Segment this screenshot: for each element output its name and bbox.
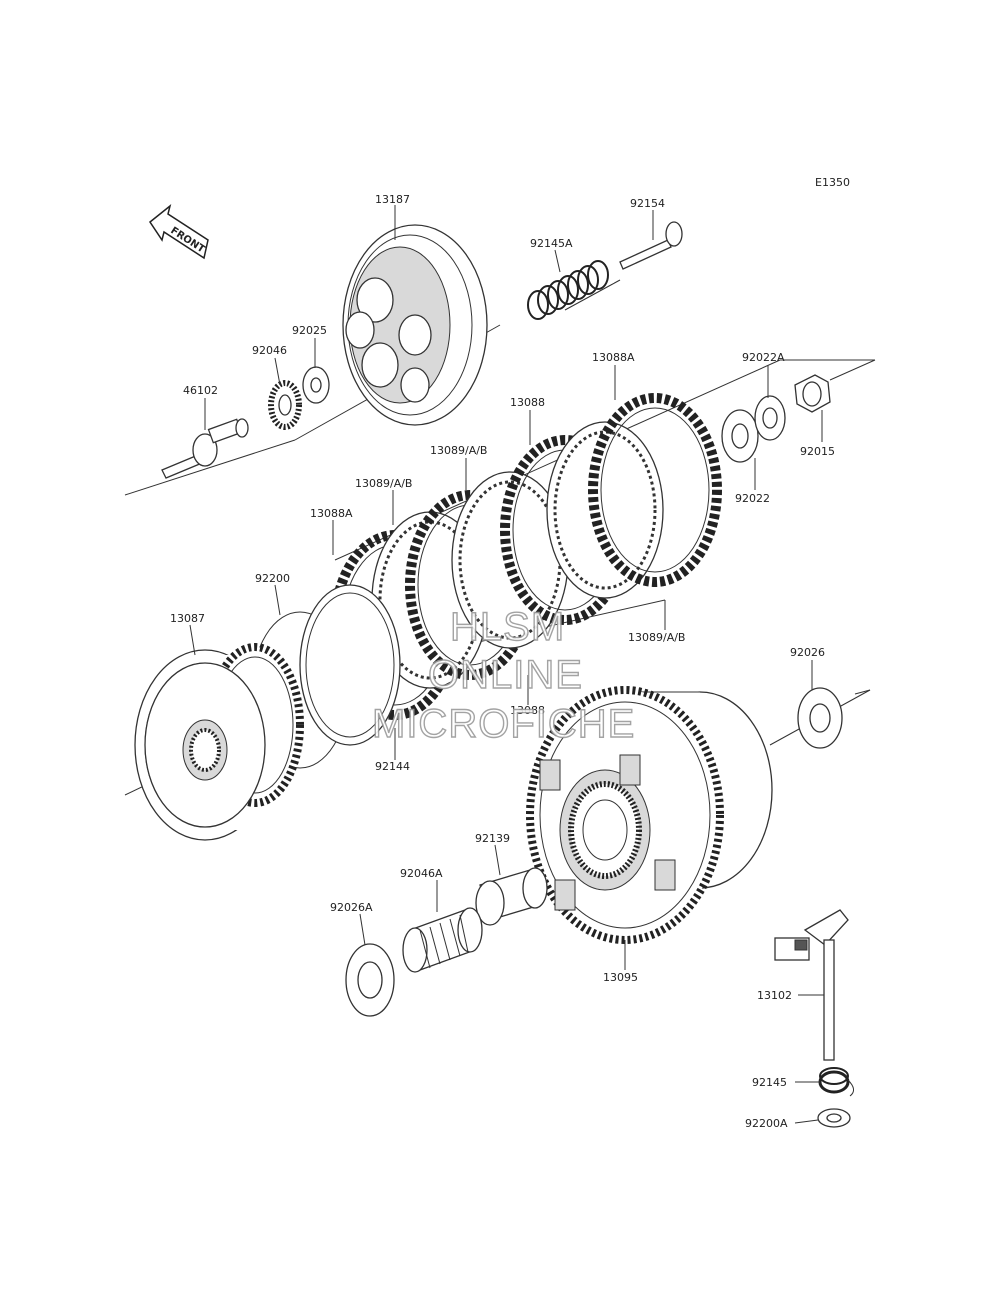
clutch-housing-13095 (526, 686, 773, 944)
washer-92200A (817, 1108, 851, 1128)
callout-13088-top: 13088 (510, 396, 545, 409)
washer-92026A (345, 943, 395, 1017)
front-arrow-icon: FRONT (148, 204, 209, 260)
callout-leaders (189, 205, 824, 1124)
push-rod-46102 (161, 418, 249, 479)
callout-13089AB-1: 13089/A/B (430, 444, 487, 457)
callout-13102: 13102 (757, 989, 792, 1002)
callout-92145A: 92145A (530, 237, 573, 250)
callout-92200A: 92200A (745, 1117, 788, 1130)
callout-92145: 92145 (752, 1076, 787, 1089)
callout-13187: 13187 (375, 193, 410, 206)
callout-92015: 92015 (800, 445, 835, 458)
callout-13089AB-3: 13089/A/B (628, 631, 685, 644)
callout-92046A: 92046A (400, 867, 443, 880)
washer-92022 (721, 409, 759, 463)
lever-shaft-13102 (774, 909, 849, 1061)
callout-92025: 92025 (292, 324, 327, 337)
washer-92026 (797, 687, 843, 749)
watermark-line-3: MICROFICHE (372, 702, 635, 746)
steel-plate-13089-3 (546, 421, 664, 599)
callout-13088-bottom: 13088 (510, 704, 545, 717)
callout-13088A-left: 13088A (310, 507, 353, 520)
diagram-code: E1350 (815, 176, 850, 189)
clutch-hub-13087 (134, 643, 304, 841)
bolt-92154 (619, 221, 683, 270)
watermark-line-1: HLSM (450, 605, 565, 649)
friction-plate-13088A-top (588, 393, 722, 587)
washer-92022A (754, 395, 786, 441)
callout-13095: 13095 (603, 971, 638, 984)
sleeve-92139 (475, 867, 548, 926)
watermark-line-2: ONLINE (428, 653, 583, 697)
callout-92046: 92046 (252, 344, 287, 357)
callout-92139: 92139 (475, 832, 510, 845)
callout-92200: 92200 (255, 572, 290, 585)
callout-13089AB-2: 13089/A/B (355, 477, 412, 490)
washer-92025 (302, 366, 330, 404)
nut-92015 (794, 374, 831, 413)
spring-92145 (818, 1067, 854, 1097)
callout-labels: 13187 92154 92145A 92025 92046 46102 130… (170, 193, 835, 1130)
callout-92022A: 92022A (742, 351, 785, 364)
spring-92145A (522, 240, 614, 320)
callout-92026A: 92026A (330, 901, 373, 914)
callout-46102: 46102 (183, 384, 218, 397)
damper-92144 (299, 584, 401, 746)
bearing-92046 (268, 380, 302, 430)
callout-92026: 92026 (790, 646, 825, 659)
callout-92022: 92022 (735, 492, 770, 505)
pressure-plate-13187 (342, 224, 488, 426)
callout-92144: 92144 (375, 760, 410, 773)
callout-13087: 13087 (170, 612, 205, 625)
callout-13088A-top: 13088A (592, 351, 635, 364)
watermark: HLSM ONLINE MICROFICHE (371, 604, 635, 746)
bearing-92046A (402, 907, 483, 973)
callout-92154: 92154 (630, 197, 665, 210)
